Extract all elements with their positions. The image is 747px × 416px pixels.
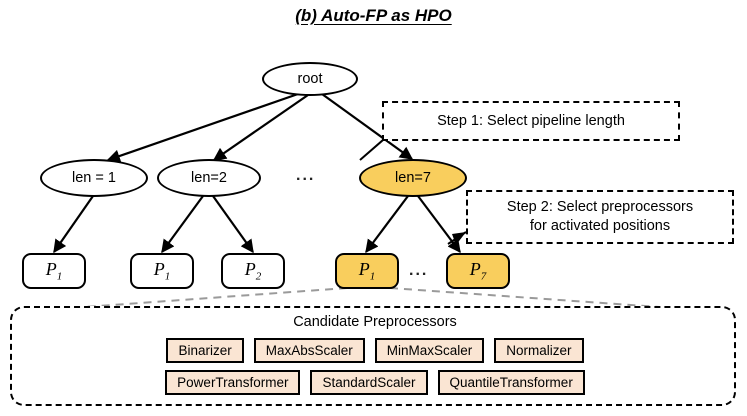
step-1-callout: Step 1: Select pipeline length (382, 101, 680, 141)
leaf-node-len1-p1[interactable]: P1 (22, 253, 86, 289)
leaf-node-len7-p7[interactable]: P7 (446, 253, 510, 289)
candidate-preprocessors-panel: Candidate Preprocessors Binarizer MaxAbs… (10, 306, 736, 406)
level1-ellipsis: ... (296, 167, 316, 184)
candidate-chip-minmaxscaler[interactable]: MinMaxScaler (374, 338, 485, 363)
leaf-label: P1 (358, 259, 376, 283)
candidate-chip-normalizer[interactable]: Normalizer (494, 338, 584, 363)
node-root-label: root (297, 71, 323, 87)
edges-root-to-lengths (106, 92, 414, 163)
node-len-7-label: len=7 (395, 170, 431, 186)
candidate-chip-row: Binarizer MaxAbsScaler MinMaxScaler Norm… (12, 338, 738, 363)
leaf-label: P1 (45, 259, 63, 283)
node-len-2-label: len=2 (191, 170, 227, 186)
candidate-chip-quantiletransformer[interactable]: QuantileTransformer (437, 370, 585, 395)
step-1-line-1: Step 1: Select pipeline length (437, 112, 625, 129)
step-2-line-1: Step 2: Select preprocessors (506, 199, 694, 215)
candidate-chip-binarizer[interactable]: Binarizer (166, 338, 244, 363)
candidate-chip-standardscaler[interactable]: StandardScaler (310, 370, 428, 395)
edges-len1-children (53, 195, 94, 254)
node-len-1[interactable]: len = 1 (40, 159, 148, 197)
leaf-node-len2-p1[interactable]: P1 (130, 253, 194, 289)
edges-len2-children (161, 195, 254, 254)
candidate-panel-title: Candidate Preprocessors (293, 314, 457, 330)
node-len-1-label: len = 1 (72, 170, 116, 186)
leaf-node-len2-p2[interactable]: P2 (221, 253, 285, 289)
page-title: (b) Auto-FP as HPO (295, 6, 452, 25)
edges-len7-children (365, 195, 461, 254)
node-root[interactable]: root (262, 62, 358, 96)
candidate-chip-powertransformer[interactable]: PowerTransformer (165, 370, 301, 395)
leaf-label: P1 (153, 259, 171, 283)
step-2-callout: Step 2: Select preprocessors for activat… (466, 190, 734, 244)
step-2-line-2: for activated positions (529, 218, 671, 234)
leaf-label: P7 (469, 259, 487, 283)
leaf-label: P2 (244, 259, 262, 283)
candidate-chip-row: PowerTransformer StandardScaler Quantile… (12, 370, 738, 395)
leaf-node-len7-p1[interactable]: P1 (335, 253, 399, 289)
leaf-ellipsis: ... (409, 262, 429, 279)
candidate-chip-maxabsscaler[interactable]: MaxAbsScaler (253, 338, 365, 363)
node-len-7[interactable]: len=7 (359, 159, 467, 197)
node-len-2[interactable]: len=2 (157, 159, 261, 197)
